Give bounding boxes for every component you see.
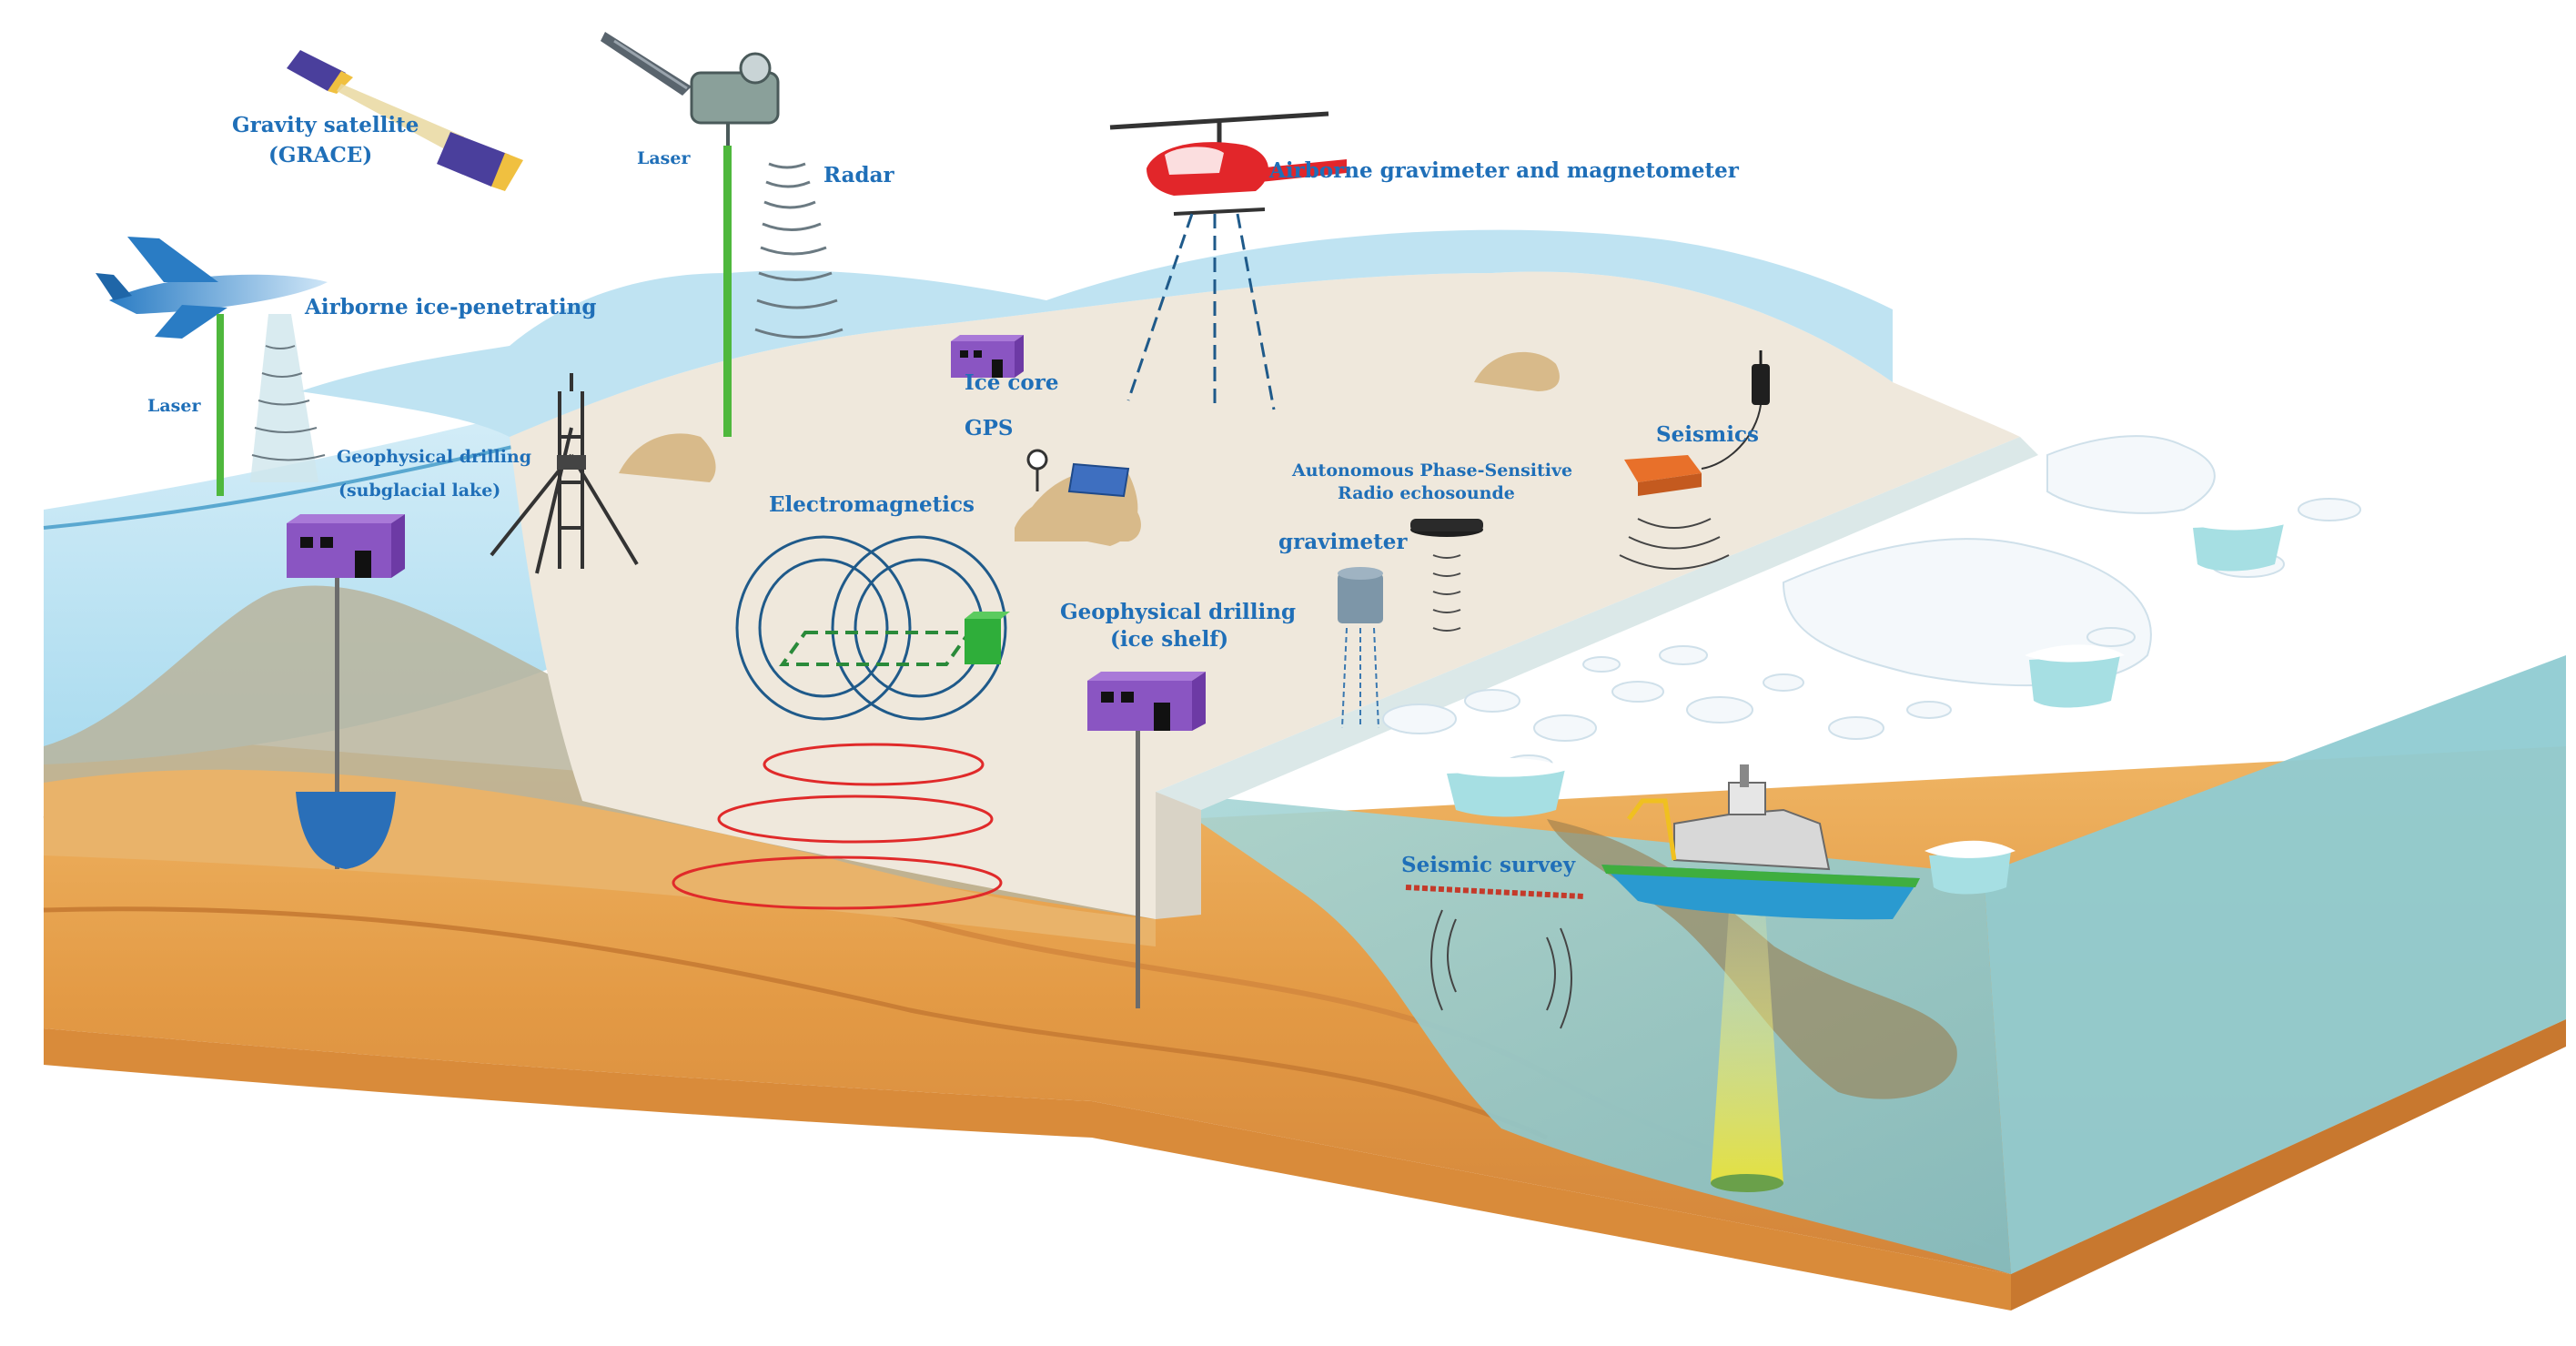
plane-laser-beam [217, 314, 224, 496]
apres-waves [1432, 554, 1461, 632]
icebergs [1442, 512, 2288, 895]
ship-seismic-waves [1430, 909, 1572, 1029]
seismic-survey-label: Seismic survey [1401, 853, 1576, 877]
sonar-beam [1711, 910, 1783, 1183]
seafloor-target [1711, 1174, 1783, 1192]
em-receiver-box [965, 612, 1010, 664]
em-transmitter-loop [779, 631, 973, 666]
em-induced-loops [672, 743, 1003, 910]
plane-laser-label: Laser [147, 396, 201, 416]
drilling-subglacial-label: Geophysical drilling [337, 447, 531, 467]
gravity-satellite-label: Gravity satellite [232, 113, 419, 137]
gravimeter-instrument [1338, 567, 1383, 623]
ice-penetrating-radar-cone [250, 314, 318, 482]
grace-satellite-1 [287, 50, 353, 94]
subglacial-drill-hut [287, 514, 405, 578]
grace-link-beam [337, 84, 464, 155]
grace-satellite-2 [437, 132, 523, 191]
drilling-subglacial-sublabel: (subglacial lake) [338, 481, 500, 501]
ice-sheet-surface [300, 229, 2038, 919]
tower-box [557, 455, 586, 470]
seismic-station [1624, 350, 1770, 496]
iceshelf-borehole [1136, 731, 1140, 1008]
radar-waves [754, 162, 844, 339]
airborne-gravimeter-label: Airborne gravimeter and magnetometer [1268, 158, 1740, 183]
electromagnetics-label: Electromagnetics [769, 492, 975, 517]
satellite-laser-beam [723, 146, 732, 437]
gps-label: GPS [965, 416, 1014, 440]
seismics-label: Seismics [1656, 422, 1759, 447]
drilling-iceshelf-label: Geophysical drilling [1060, 600, 1296, 624]
drilling-iceshelf-sublabel: (ice shelf) [1110, 627, 1228, 652]
gravity-satellite-sublabel: (GRACE) [268, 143, 372, 167]
apres-sublabel: Radio echosounde [1338, 483, 1515, 503]
research-ship [1601, 764, 1920, 920]
subglacial-lake [296, 792, 396, 869]
helicopter [1109, 111, 1347, 216]
airborne-ice-penetrating-label: Airborne ice-penetrating [304, 295, 596, 319]
apres-label: Autonomous Phase-Sensitive [1291, 460, 1572, 481]
airplane [96, 237, 328, 339]
iceshelf-drill-hut [1087, 672, 1206, 731]
radar-label: Radar [823, 163, 895, 187]
ice-core-hut [951, 335, 1024, 378]
ice-core-label: Ice core [965, 370, 1059, 395]
sea-ice-floes [1382, 435, 2361, 774]
gravimeter-lines [1341, 627, 1379, 729]
seismic-streamer [1405, 885, 1584, 899]
ice-radar-waves [251, 345, 326, 461]
satellite-laser-label: Laser [637, 148, 691, 168]
altimetry-satellite [601, 32, 780, 146]
subglacial-borehole [335, 578, 339, 869]
helicopter-sensor-lines [1126, 213, 1276, 410]
gravimeter-label: gravimeter [1278, 530, 1408, 554]
seismic-waves [1619, 518, 1730, 570]
gps-station [1015, 449, 1141, 541]
apres-instrument [1410, 519, 1483, 537]
met-tower [490, 373, 639, 574]
